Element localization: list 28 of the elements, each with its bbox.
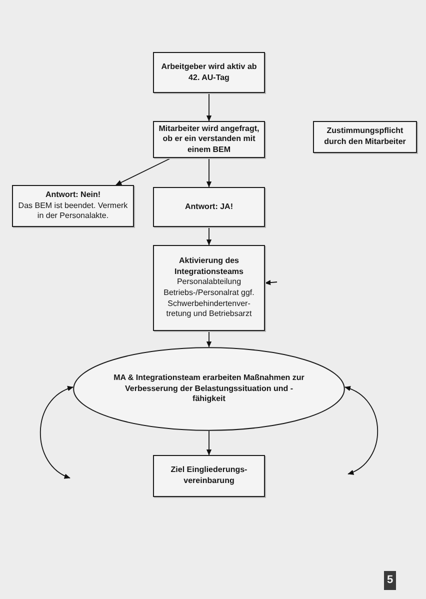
box-text: Mitarbeiter wird angefragt, ob er ein verstanden mit einem BEM: [158, 124, 260, 156]
arrow: [206, 226, 212, 246]
process-box: [12, 185, 134, 227]
process-box: [153, 455, 265, 497]
process-box: [153, 245, 265, 331]
process-ellipse: [73, 347, 345, 431]
box-text: Zustimmungspflicht durch den Mitarbeiter: [323, 126, 407, 148]
note-box: [313, 121, 417, 153]
box-text: Das BEM ist beendet. Vermerk in der Personalakte.: [17, 200, 129, 222]
box-heading: Aktivierung des Integrationsteams: [174, 256, 244, 278]
arrow: [206, 92, 212, 122]
box-text: Antwort: JA!: [185, 202, 233, 212]
arrow: [206, 430, 212, 456]
box-heading: Antwort: Nein!: [45, 190, 101, 201]
double-arrow: [344, 386, 378, 474]
process-box: [153, 121, 265, 158]
arrow: [206, 330, 212, 348]
process-box: [153, 52, 265, 93]
box-text: Personalabteilung Betriebs-/Personalrat ggf. Schwerbehindertenver- tretung und Betriebsarzt: [162, 277, 256, 320]
arrow: [116, 158, 172, 186]
arrow: [206, 158, 212, 188]
box-text: Arbeitgeber wird aktiv ab 42. AU-Tag: [160, 62, 258, 84]
box-text: MA & Integrationsteam erarbeiten Maßnahmen zur Verbesserung der Belastungssituation und -fähigkeit: [113, 373, 305, 405]
box-text: Ziel Eingliederungs- vereinbarung: [170, 465, 248, 487]
page-number: 5: [384, 571, 396, 590]
double-arrow: [40, 386, 74, 478]
arrow: [264, 280, 278, 286]
process-box: [153, 187, 265, 227]
